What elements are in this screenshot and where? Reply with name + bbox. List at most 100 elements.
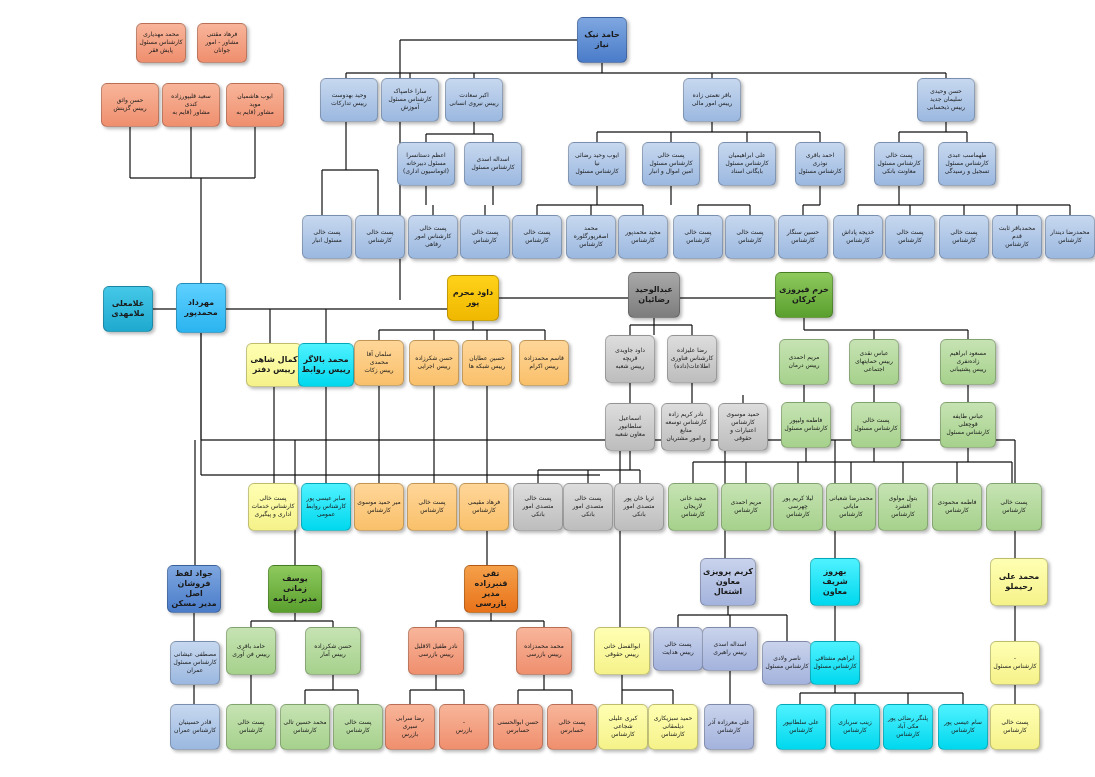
- org-node-p1: قادر حسینیان کارشناس عمران: [170, 704, 220, 750]
- org-node-k6: محمد علی رحیملو: [990, 558, 1048, 606]
- org-node-n7: پست خالی رییس هدایت: [653, 627, 703, 671]
- org-node-m4: عبدالوحید رضائیان: [628, 272, 680, 318]
- org-node-k4: کریم پرویزی معاون اشتغال: [700, 558, 756, 606]
- org-node-root: حامد نیک نیاز: [577, 17, 627, 63]
- org-node-p7: حسن ابوالحسنی حسابرس: [493, 704, 543, 750]
- org-node-b1: وحید بهدوست رییس تدارکات: [320, 78, 378, 122]
- org-node-o4: قاسم محمدزاده رییس اکرام: [519, 340, 569, 386]
- org-node-n6: ابوالفضل خانی رییس حقوقی: [594, 627, 650, 675]
- org-node-s3: حسن واثق رییس گزینش: [101, 83, 159, 127]
- org-node-b12: پست خالی کارشناس مسئول معاونت بانکی: [874, 142, 924, 186]
- org-node-k2: یوسف زمانی مدیر برنامه: [268, 565, 322, 613]
- org-node-k3: تقی قنبرزاده مدیر بازرسی: [464, 565, 518, 613]
- org-node-l4: پست خالی کارشناس: [407, 483, 457, 531]
- org-node-n11: - کارشناس مسئول: [990, 641, 1040, 685]
- org-node-m1: غلامعلی ملامهدی: [103, 286, 153, 332]
- org-node-p8: پست خالی حسابرس: [547, 704, 597, 750]
- org-node-p15: سام عیسی پور کارشناس: [938, 704, 988, 750]
- org-node-n10: ابراهیم مشتاقی کارشناس مسئول: [810, 641, 860, 685]
- org-node-g1: داود جاویدی قریچه رییس شعبه: [605, 335, 655, 383]
- org-node-gr2: عباس نقدی رییس حمایتهای اجتماعی: [849, 339, 899, 385]
- org-node-gr1: مریم احمدی رییس درمان: [779, 339, 829, 385]
- org-node-p11: علی معرزاده آذر کارشناس: [704, 704, 754, 750]
- org-node-p14: پلنگر رضائی پور مکی آباد کارشناس: [883, 704, 933, 750]
- org-node-m2: مهرداد محمدپور: [176, 283, 226, 333]
- org-node-n4: نادر طفیل الاقلیل رییس بازرسی: [408, 627, 464, 675]
- org-node-b13: طهماسب عبدی کارشناس مسئول تسجیل و رسیدگی: [938, 142, 996, 186]
- org-node-l1: پست خالی کارشناس خدمات اداری و پیگیری: [248, 483, 298, 531]
- org-node-n8: اسداله اسدی رییس راهبری: [702, 627, 758, 671]
- org-node-r11: خدیجه پاداش کارشناس: [833, 215, 883, 259]
- org-node-k5: بهروز شریف معاون: [810, 558, 860, 606]
- org-node-gr6: عباس طایفه قوچعلی کارشناس مسئول: [940, 402, 996, 448]
- org-node-b3: اکبر سعادت رییس نیروی انسانی: [445, 78, 503, 122]
- org-node-n3: حسن شکرزاده رییس آمار: [305, 627, 361, 675]
- org-node-n2: حامد باقری رییس فن آوری: [226, 627, 276, 675]
- org-node-r15: محمدرضا دیندار کارشناس: [1045, 215, 1095, 259]
- org-node-p13: زینب سربازی کارشناس: [830, 704, 880, 750]
- org-node-y2: محمد بالاگر رییس روابط: [298, 343, 354, 387]
- org-node-b6: اعظم دستانسرا مسئول دبیرخانه (اتوماسیون …: [397, 142, 455, 186]
- org-node-y1: کمال شاهی رییس دفتر: [246, 343, 302, 387]
- org-node-p9: کبری علیلی شجاعی کارشناس: [598, 704, 648, 750]
- org-node-r12: پست خالی کارشناس: [885, 215, 935, 259]
- org-node-l8: ثریا خان پور متصدی امور بانکی: [614, 483, 664, 531]
- org-node-b11: احمد باقری نوذری کارشناس مسئول: [795, 142, 845, 186]
- org-node-r9: پست خالی کارشناس: [725, 215, 775, 259]
- org-node-gr4: فاطمه ولیپور کارشناس مسئول: [781, 402, 831, 448]
- org-node-s4: سعید قلیپورزاده کندی مشاور (قایم به: [162, 83, 220, 127]
- org-node-l14: فاطمه محمودی کارشناس: [932, 483, 982, 531]
- org-node-l15: پست خالی کارشناس: [986, 483, 1042, 531]
- org-node-g4: نادر کریم زاده کارشناس توسعه منابع و امو…: [661, 403, 711, 451]
- org-node-r2: پست خالی کارشناس: [355, 215, 405, 259]
- org-node-b2: سارا خاصپاک کارشناس مسئول آموزش: [381, 78, 439, 122]
- org-node-p6: - بازرس: [439, 704, 489, 750]
- org-node-p3: محمد حسین تالی کارشناس: [280, 704, 330, 750]
- org-node-g3: اسماعیل سلطانپور معاون شعبه: [605, 403, 655, 451]
- org-node-s2: فرهاد مقتنی مشاور - امور جوانان: [197, 23, 247, 63]
- org-node-l7: پست خالی متصدی امور بانکی: [563, 483, 613, 531]
- org-node-o2: حسن شکرزاده رییس اجرایی: [409, 340, 459, 386]
- org-node-l12: محمدرضا شعبانی مایانی کارشناس: [826, 483, 876, 531]
- org-node-b5: حسن وحیدی سلیمان جدید رییس ذیحسابی: [917, 78, 975, 122]
- org-node-p12: علی سلطانپور کارشناس: [776, 704, 826, 750]
- org-node-r7: مجید محمدپور کارشناس: [618, 215, 668, 259]
- org-node-r1: پست خالی مسئول انبار: [302, 215, 352, 259]
- org-node-r3: پست خالی کارشناس امور رفاهی: [408, 215, 458, 259]
- org-node-r6: محمد اصغرپورگلوره کارشناس: [566, 215, 616, 259]
- org-node-b8: ایوب وحید رضائی نیا کارشناس مسئول: [568, 142, 626, 186]
- org-node-m3: داود محرم پور: [447, 275, 499, 321]
- org-node-b10: علی ابراهیمیان کارشناس مسئول بایگانی اسن…: [718, 142, 776, 186]
- org-node-b9: پست خالی کارشناس مسئول امین اموال و انبا…: [642, 142, 700, 186]
- org-node-gr3: مسعود ابراهیم زاده‌نفری رییس پشتیبانی: [940, 339, 996, 385]
- org-node-r14: محمدباقر ثابت قدم کارشناس: [992, 215, 1042, 259]
- org-node-g2: رضا علیزاده کارشناس فناوری اطلاعات(داده): [667, 335, 717, 383]
- org-node-n1: مصطفی عیشانی کارشناس مسئول عمران: [170, 641, 220, 685]
- org-node-r13: پست خالی کارشناس: [939, 215, 989, 259]
- org-node-l13: بتول مولوی افشرد کارشناس: [878, 483, 928, 531]
- org-node-o1: سلمان آقا محمدی رییس زکات: [354, 340, 404, 386]
- org-node-r5: پست خالی کارشناس: [512, 215, 562, 259]
- org-node-n9: ناصر ولادی کارشناس مسئول: [762, 641, 812, 685]
- org-node-b4: باقر نعمتی زاده رییس امور مالی: [683, 78, 741, 122]
- org-node-p5: رضا سرابی سیری بازرس: [385, 704, 435, 750]
- org-node-l9: مجید خانی لاریجان کارشناس: [668, 483, 718, 531]
- org-node-n5: محمد محمدزاده رییس بازرسی: [516, 627, 572, 675]
- org-node-l11: لیلا کریم پور چهرسی کارشناس: [773, 483, 823, 531]
- org-node-k1: جواد لفظ فروشان اصل مدیر مسکن: [167, 565, 221, 613]
- org-node-r4: پست خالی کارشناس: [460, 215, 510, 259]
- org-node-p10: حمید سبزیکاری دیلمقانی کارشناس: [648, 704, 698, 750]
- org-node-gr5: پست خالی کارشناس مسئول: [851, 402, 901, 448]
- org-node-g5: حمید موسوی کارشناس اعتبارات و حقوقی: [718, 403, 768, 451]
- org-node-l10: مریم احمدی کارشناس: [721, 483, 771, 531]
- org-node-s5: ایوب هاشمیان موید مشاور (قایم به: [226, 83, 284, 127]
- org-node-b7: اسداله اسدی کارشناس مسئول: [464, 142, 522, 186]
- org-node-p4: پست خالی کارشناس: [333, 704, 383, 750]
- org-node-l5: فرهاد مقیمی کارشناس: [459, 483, 509, 531]
- org-node-l2: صابر عیسی پور کارشناس روابط عمومی: [301, 483, 351, 531]
- org-node-o3: حسین عطایان رییس شبکه ها: [462, 340, 512, 386]
- org-node-m5: خرم فیروزی کرکان: [775, 272, 833, 318]
- org-node-r10: حسین سنگار کارشناس: [778, 215, 828, 259]
- org-node-l3: میر حمید موسوی کارشناس: [354, 483, 404, 531]
